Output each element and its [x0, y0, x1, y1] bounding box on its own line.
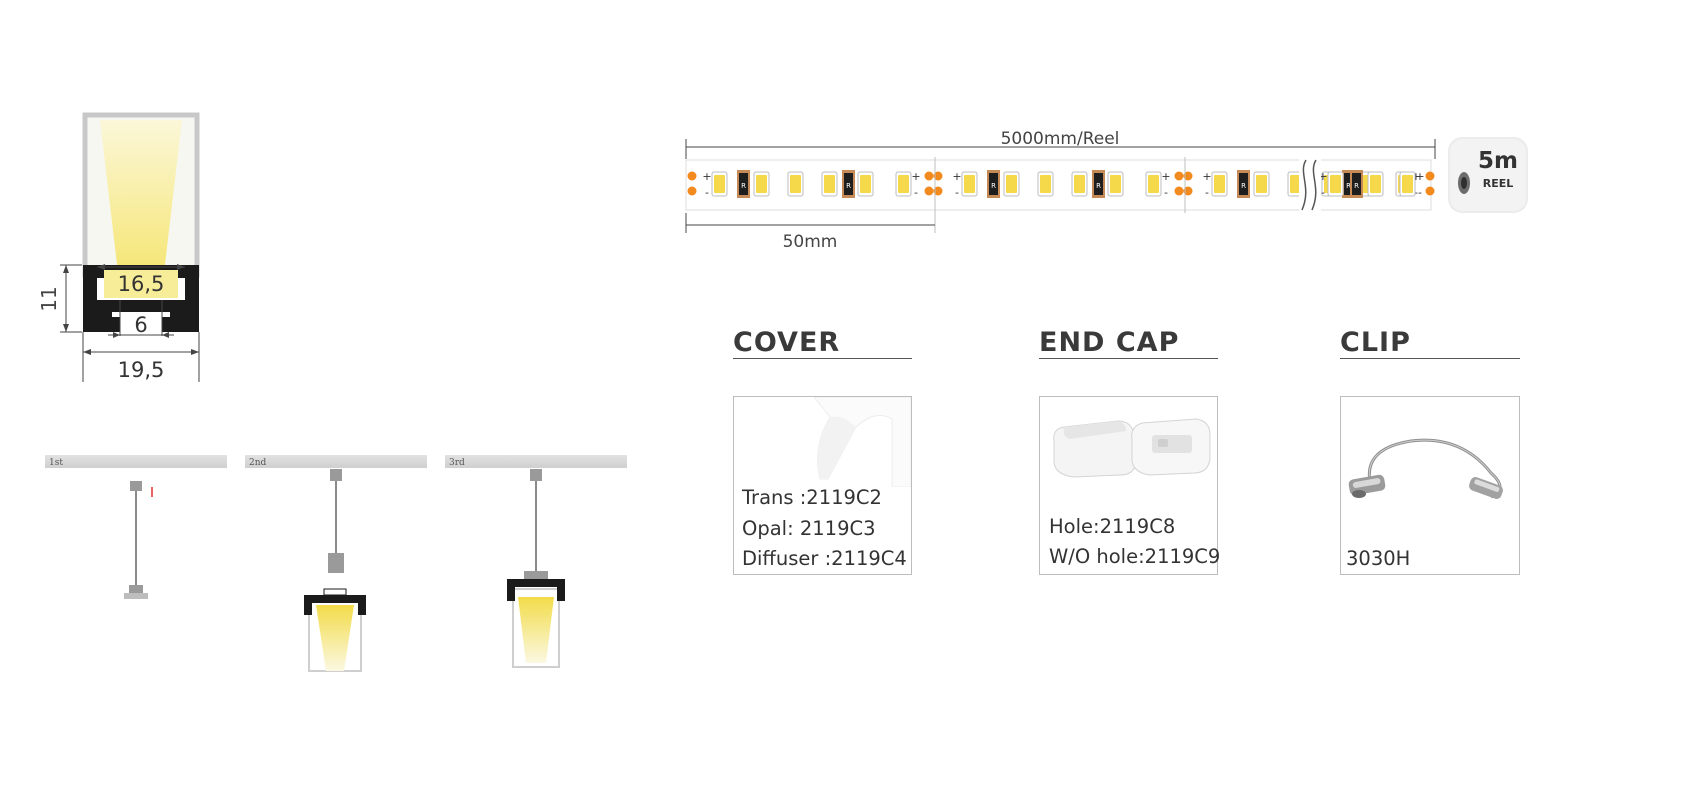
install-step-3: 3rd [445, 455, 627, 668]
reel-length: 5m [1478, 148, 1518, 174]
solder-pad [687, 186, 697, 196]
solder-pad [924, 171, 934, 181]
end-cap-title-rule [1039, 358, 1218, 359]
cover-title-rule [733, 358, 912, 359]
cover-title: COVER [733, 327, 841, 358]
solder-pad [924, 186, 934, 196]
install-step-2: 2nd [245, 455, 427, 672]
polarity-minus: - [1205, 186, 1209, 199]
clip-image [1348, 438, 1503, 499]
step-1-label: 1st [49, 458, 63, 468]
polarity-minus: - [705, 186, 709, 199]
reel-badge: 5m REEL [1448, 137, 1528, 213]
end-cap-line-no-hole: W/O hole:2119C9 [1049, 545, 1221, 568]
dim-slot-label: 6 [134, 313, 147, 337]
clip-line-code: 3030H [1346, 547, 1411, 570]
end-cap-box: Hole:2119C8 W/O hole:2119C9 [1039, 396, 1221, 575]
cover-box: Trans :2119C2 Opal: 2119C3 Diffuser :211… [733, 396, 912, 575]
installation-steps: 1st 2nd 3rd [45, 455, 627, 672]
end-cap-image [1053, 418, 1211, 478]
polarity-plus: + [1318, 170, 1327, 183]
reel-label: REEL [1483, 177, 1514, 190]
cover-image [813, 397, 911, 487]
resistor-mark: R [1346, 182, 1351, 190]
profile-cross-section: 11 16,5 6 19,5 [37, 112, 200, 382]
solder-pad [1174, 186, 1184, 196]
polarity-plus: + [1411, 170, 1420, 183]
polarity-plus: + [1161, 170, 1170, 183]
solder-pad [1425, 186, 1435, 196]
polarity-plus: + [1202, 170, 1211, 183]
resistor-mark: R [1354, 182, 1359, 190]
clip-title-rule [1340, 358, 1520, 359]
dim-outer-width-label: 19,5 [118, 358, 165, 382]
polarity-minus: - [1164, 186, 1168, 199]
strip-segment-label: 50mm [783, 232, 838, 252]
polarity-minus: - [914, 186, 918, 199]
clip-title: CLIP [1340, 327, 1411, 358]
step-2-label: 2nd [249, 458, 267, 468]
solder-pad [933, 186, 943, 196]
dim-inner-width-label: 16,5 [118, 272, 165, 296]
polarity-minus: - [955, 186, 959, 199]
solder-pad [933, 171, 943, 181]
polarity-plus: + [952, 170, 961, 183]
end-cap-line-hole: Hole:2119C8 [1049, 515, 1176, 538]
light-beam [100, 120, 182, 290]
polarity-minus: - [1414, 186, 1418, 199]
polarity-minus: - [1321, 186, 1325, 199]
slot [120, 315, 162, 332]
solder-pad [1425, 171, 1435, 181]
dim-height-label: 11 [37, 286, 61, 311]
resistor-mark: R [846, 182, 851, 190]
cover-line-trans: Trans :2119C2 [742, 486, 882, 509]
polarity-plus: + [1415, 170, 1424, 183]
resistor-mark: R [741, 182, 746, 190]
step-3-label: 3rd [449, 458, 465, 468]
solder-pad [1174, 171, 1184, 181]
strip-length-label: 5000mm/Reel [1001, 129, 1120, 149]
cover-line-opal: Opal: 2119C3 [742, 517, 876, 540]
end-cap-title: END CAP [1039, 327, 1180, 358]
resistor-mark: R [991, 182, 996, 190]
polarity-minus: - [1418, 186, 1422, 199]
strip-break-mark [1299, 158, 1321, 212]
polarity-plus: + [911, 170, 920, 183]
resistor-mark: R [1096, 182, 1101, 190]
solder-pad [1183, 186, 1193, 196]
clip-box: 3030H [1340, 396, 1520, 575]
solder-pad [1183, 171, 1193, 181]
led-strip-diagram: 5000mm/Reel 10mm +-RR+-+-RR+-+-RR+-+-R+-… [685, 129, 1528, 252]
solder-pad [687, 171, 697, 181]
resistor-mark: R [1241, 182, 1246, 190]
polarity-plus: + [702, 170, 711, 183]
cover-line-diffuser: Diffuser :2119C4 [742, 547, 907, 570]
install-step-1: 1st [45, 455, 227, 599]
